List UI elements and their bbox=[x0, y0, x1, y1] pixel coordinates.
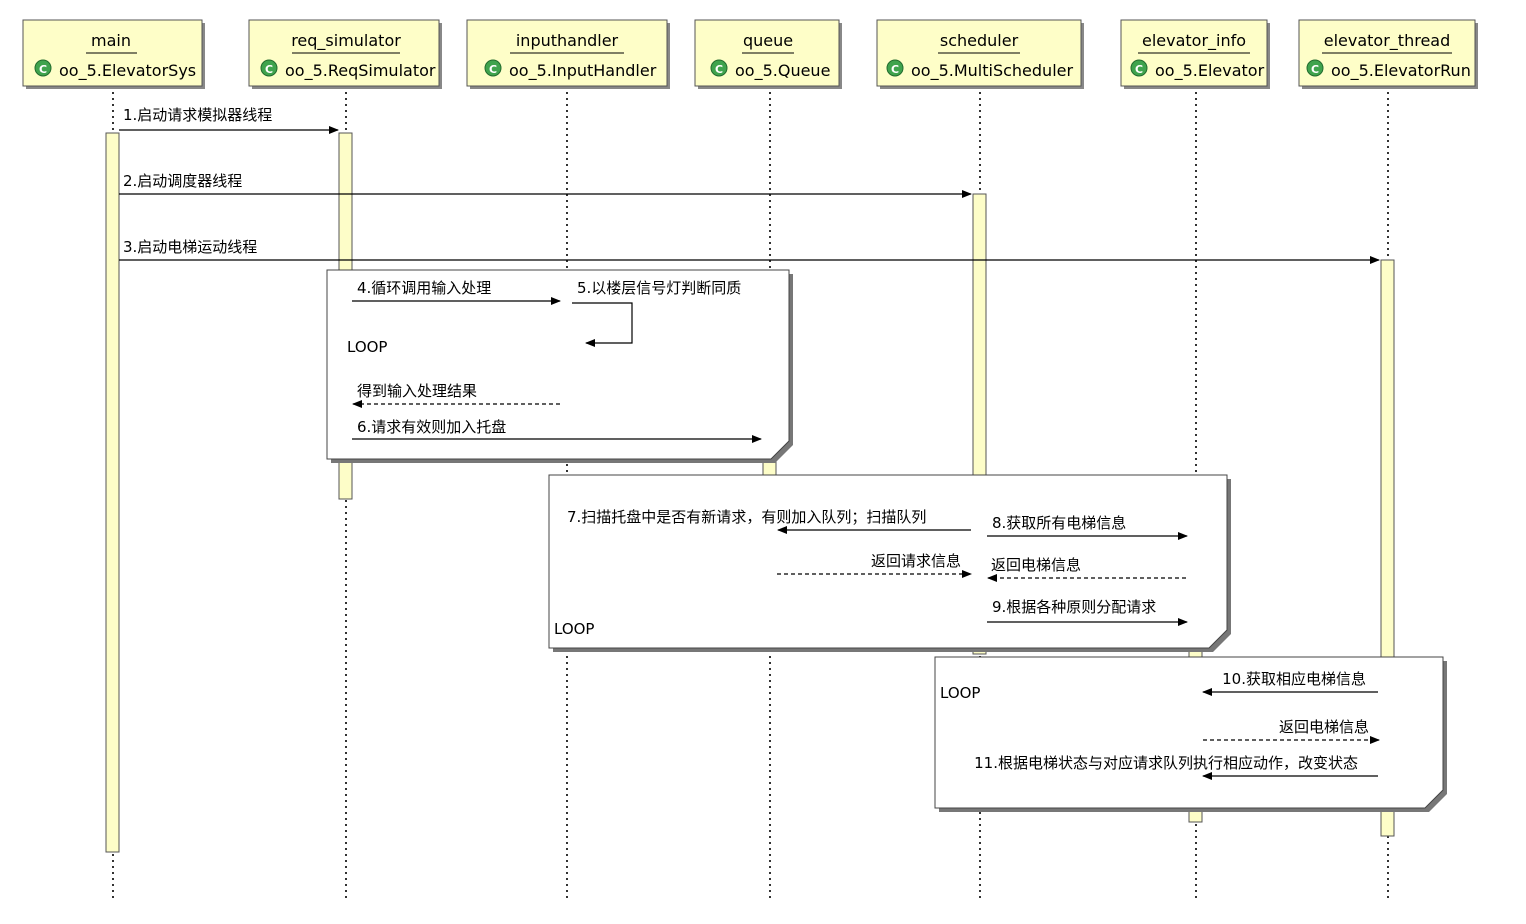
svg-text:oo_5.Elevator: oo_5.Elevator bbox=[1155, 61, 1265, 81]
svg-text:oo_5.MultiScheduler: oo_5.MultiScheduler bbox=[911, 61, 1073, 81]
svg-text:C: C bbox=[489, 63, 497, 76]
svg-text:queue: queue bbox=[743, 31, 793, 50]
class-icon bbox=[34, 59, 52, 77]
class-icon bbox=[260, 59, 278, 77]
message-6: 6.请求有效则加入托盘 bbox=[352, 418, 762, 443]
class-icon bbox=[710, 59, 728, 77]
svg-text:11.根据电梯状态与对应请求队列执行相应动作，改变状态: 11.根据电梯状态与对应请求队列执行相应动作，改变状态 bbox=[974, 754, 1358, 772]
loop-frame-3: LOOP bbox=[934, 656, 1447, 812]
loop-label: LOOP bbox=[940, 684, 980, 702]
message-5: 5.以楼层信号灯判断同质 bbox=[572, 279, 741, 347]
participant-inputhandler: inputhandler C oo_5.InputHandler bbox=[466, 19, 670, 89]
svg-text:1.启动请求模拟器线程: 1.启动请求模拟器线程 bbox=[123, 106, 272, 124]
message-3: 3.启动电梯运动线程 bbox=[119, 238, 1380, 264]
svg-text:oo_5.ReqSimulator: oo_5.ReqSimulator bbox=[285, 61, 436, 81]
participant-elevator-thread: elevator_thread C oo_5.ElevatorRun bbox=[1298, 19, 1478, 89]
svg-text:oo_5.Queue: oo_5.Queue bbox=[735, 61, 830, 81]
svg-text:elevator_info: elevator_info bbox=[1142, 31, 1246, 51]
return-10: 返回电梯信息 bbox=[1203, 718, 1380, 744]
svg-text:6.请求有效则加入托盘: 6.请求有效则加入托盘 bbox=[357, 418, 506, 436]
message-8: 8.获取所有电梯信息 bbox=[987, 514, 1188, 540]
loop-frame-1: LOOP bbox=[326, 269, 793, 463]
svg-text:9.根据各种原则分配请求: 9.根据各种原则分配请求 bbox=[992, 598, 1156, 616]
loop-frame-2: LOOP bbox=[548, 474, 1231, 652]
svg-text:10.获取相应电梯信息: 10.获取相应电梯信息 bbox=[1222, 670, 1366, 688]
message-10: 10.获取相应电梯信息 bbox=[1202, 670, 1378, 696]
participant-elevator-info: elevator_info C oo_5.Elevator bbox=[1120, 19, 1270, 89]
activation-main bbox=[105, 132, 120, 853]
svg-text:4.循环调用输入处理: 4.循环调用输入处理 bbox=[357, 279, 491, 297]
svg-text:2.启动调度器线程: 2.启动调度器线程 bbox=[123, 172, 242, 190]
message-7: 7.扫描托盘中是否有新请求，有则加入队列；扫描队列 bbox=[567, 508, 971, 534]
svg-text:5.以楼层信号灯判断同质: 5.以楼层信号灯判断同质 bbox=[577, 279, 741, 297]
class-icon bbox=[1130, 59, 1148, 77]
participant-main: main C oo_5.ElevatorSys bbox=[22, 19, 205, 89]
svg-text:返回电梯信息: 返回电梯信息 bbox=[991, 556, 1081, 574]
svg-text:得到输入处理结果: 得到输入处理结果 bbox=[357, 382, 477, 400]
message-4: 4.循环调用输入处理 bbox=[352, 279, 561, 305]
svg-text:scheduler: scheduler bbox=[940, 31, 1019, 50]
participant-req-simulator: req_simulator C oo_5.ReqSimulator bbox=[248, 19, 442, 89]
class-icon bbox=[484, 59, 502, 77]
svg-text:8.获取所有电梯信息: 8.获取所有电梯信息 bbox=[992, 514, 1126, 532]
svg-text:7.扫描托盘中是否有新请求，有则加入队列；扫描队列: 7.扫描托盘中是否有新请求，有则加入队列；扫描队列 bbox=[567, 508, 926, 526]
svg-text:C: C bbox=[1311, 63, 1319, 76]
svg-text:oo_5.ElevatorRun: oo_5.ElevatorRun bbox=[1331, 61, 1471, 81]
class-icon bbox=[886, 59, 904, 77]
loop-label: LOOP bbox=[347, 338, 387, 356]
participant-scheduler: scheduler C oo_5.MultiScheduler bbox=[876, 19, 1084, 89]
svg-text:C: C bbox=[1135, 63, 1143, 76]
svg-text:C: C bbox=[39, 63, 47, 76]
svg-text:C: C bbox=[265, 63, 273, 76]
message-9: 9.根据各种原则分配请求 bbox=[987, 598, 1188, 626]
svg-text:elevator_thread: elevator_thread bbox=[1324, 31, 1451, 51]
return-5: 得到输入处理结果 bbox=[352, 382, 560, 408]
svg-text:req_simulator: req_simulator bbox=[291, 31, 401, 51]
participant-queue: queue C oo_5.Queue bbox=[694, 19, 842, 89]
class-icon bbox=[1306, 59, 1324, 77]
message-1: 1.启动请求模拟器线程 bbox=[119, 106, 339, 134]
svg-text:C: C bbox=[891, 63, 899, 76]
svg-text:返回请求信息: 返回请求信息 bbox=[871, 552, 961, 570]
svg-text:oo_5.InputHandler: oo_5.InputHandler bbox=[509, 61, 657, 81]
svg-text:返回电梯信息: 返回电梯信息 bbox=[1279, 718, 1369, 736]
message-11: 11.根据电梯状态与对应请求队列执行相应动作，改变状态 bbox=[974, 754, 1378, 780]
svg-text:oo_5.ElevatorSys: oo_5.ElevatorSys bbox=[59, 61, 196, 81]
return-8: 返回电梯信息 bbox=[987, 556, 1186, 582]
message-2: 2.启动调度器线程 bbox=[119, 172, 972, 198]
return-7: 返回请求信息 bbox=[777, 552, 972, 578]
svg-text:C: C bbox=[715, 63, 723, 76]
svg-text:inputhandler: inputhandler bbox=[516, 31, 619, 50]
svg-text:3.启动电梯运动线程: 3.启动电梯运动线程 bbox=[123, 238, 257, 256]
svg-text:main: main bbox=[91, 31, 131, 50]
loop-label: LOOP bbox=[554, 620, 594, 638]
